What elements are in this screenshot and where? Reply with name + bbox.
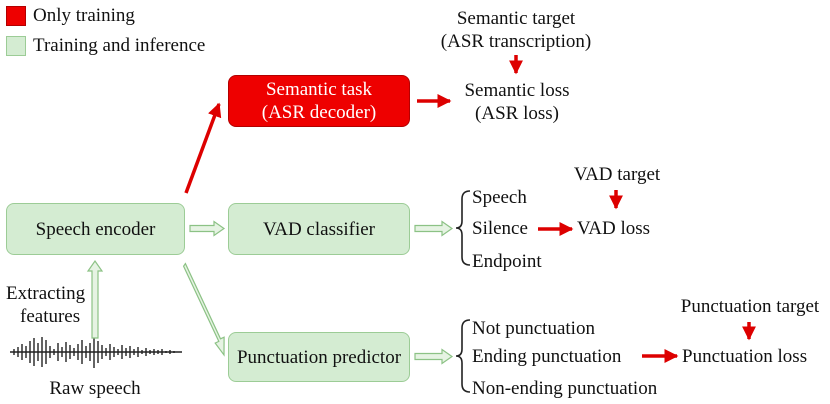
punctuation-output-non-ending: Non-ending punctuation	[472, 378, 658, 399]
semantic-task-box: Semantic task (ASR decoder)	[228, 75, 410, 127]
punctuation-predictor-label: Punctuation predictor	[236, 346, 402, 368]
vad-output-brace	[455, 190, 471, 266]
vad-output-endpoint: Endpoint	[472, 251, 542, 272]
punctuation-output-brace	[455, 319, 471, 393]
punctuation-target-label: Punctuation target	[680, 296, 820, 317]
extracting-features-line-2: features	[20, 306, 81, 327]
semantic-task-label: Semantic task (ASR decoder)	[262, 78, 377, 124]
vad-loss-label: VAD loss	[577, 218, 651, 239]
vad-classifier-label: VAD classifier	[262, 218, 376, 240]
vad-output-silence: Silence	[472, 218, 528, 239]
punctuation-predictor-box: Punctuation predictor	[228, 332, 410, 382]
speech-encoder-box: Speech encoder	[6, 203, 185, 255]
legend-label-only-training: Only training	[33, 5, 135, 26]
speech-encoder-label: Speech encoder	[35, 218, 156, 240]
arrow-punctuation-to-outputs	[414, 348, 454, 365]
semantic-target-line-2: (ASR transcription)	[440, 31, 592, 52]
legend-swatch-training-and-inference	[6, 36, 26, 56]
semantic-target-line-1: Semantic target	[456, 8, 576, 29]
punctuation-output-ending: Ending punctuation	[472, 346, 622, 367]
semantic-task-line-2: (ASR decoder)	[261, 102, 377, 123]
legend-label-training-and-inference: Training and inference	[33, 35, 206, 56]
arrow-encoder-to-semantic-task	[184, 102, 222, 194]
vad-target-label: VAD target	[573, 164, 661, 185]
semantic-loss-line-2: (ASR loss)	[475, 103, 559, 124]
legend-swatch-only-training	[6, 6, 26, 26]
arrow-vad-to-outputs	[414, 220, 454, 237]
vad-classifier-box: VAD classifier	[228, 203, 410, 255]
raw-speech-label: Raw speech	[49, 378, 141, 399]
arrow-encoder-to-vad	[189, 220, 226, 237]
vad-output-speech: Speech	[472, 187, 527, 208]
arrow-waveform-to-encoder	[86, 259, 104, 339]
punctuation-loss-label: Punctuation loss	[682, 346, 808, 367]
waveform-icon	[10, 336, 182, 368]
punctuation-output-not: Not punctuation	[472, 318, 595, 339]
semantic-loss-line-1: Semantic loss	[464, 80, 570, 101]
extracting-features-line-1: Extracting	[6, 283, 86, 304]
arrow-encoder-to-punctuation	[182, 262, 225, 357]
semantic-task-line-1: Semantic task	[265, 79, 373, 100]
